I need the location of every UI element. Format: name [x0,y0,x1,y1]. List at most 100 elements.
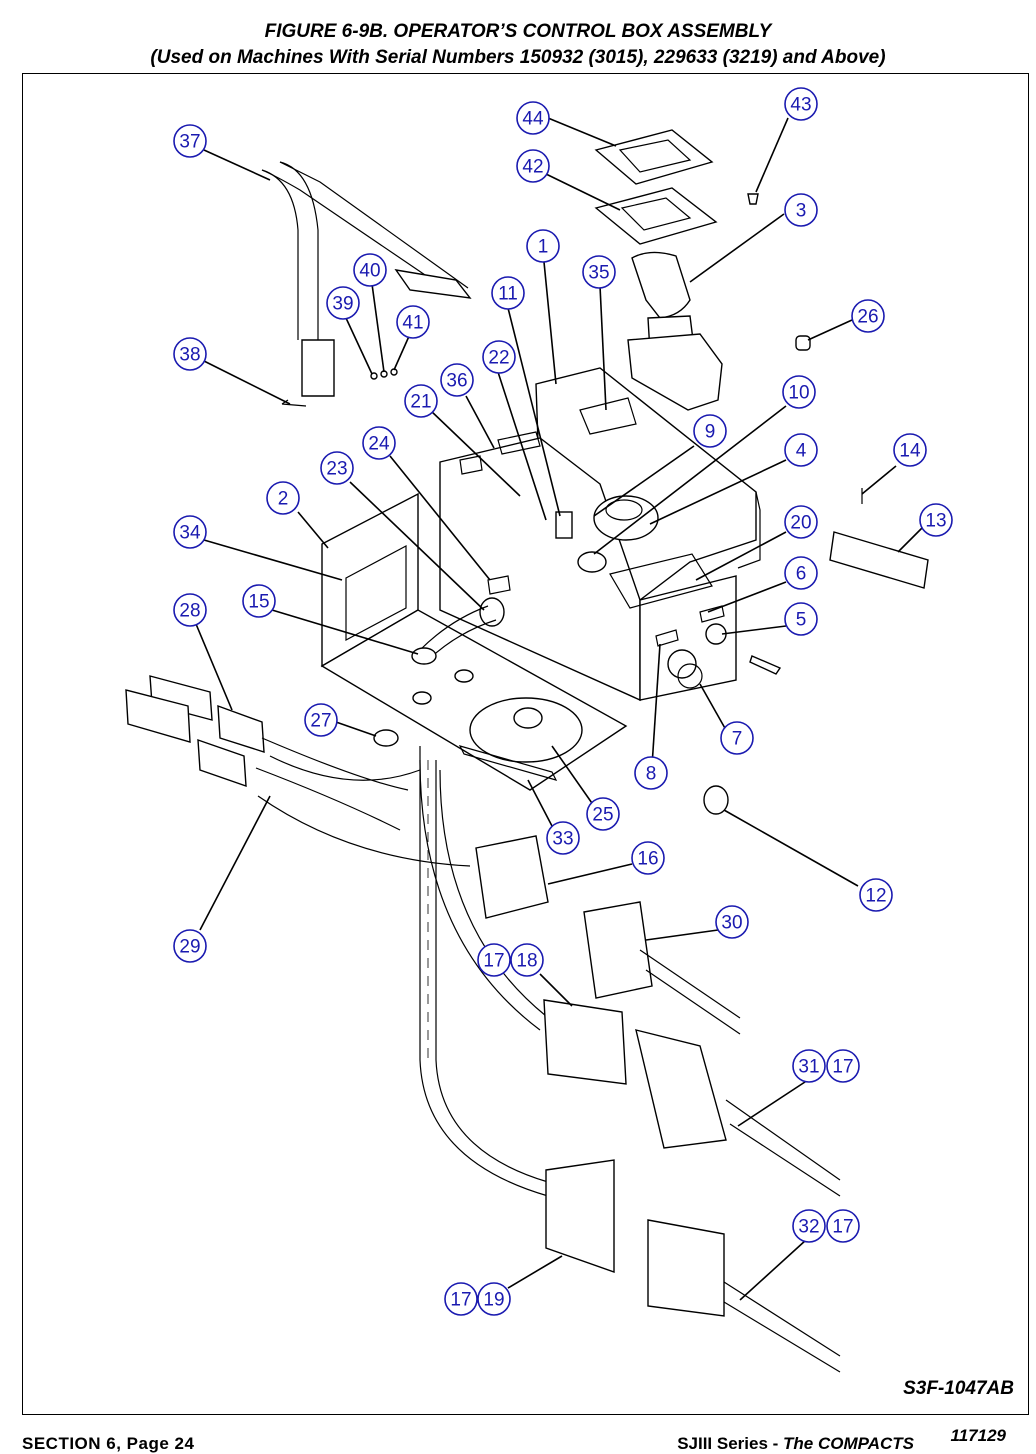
callout-label: 22 [488,348,509,369]
callout-4: 4 [784,433,818,467]
callout-32: 32 [792,1209,826,1243]
callout-13: 13 [919,503,953,537]
callout-circle [477,943,511,977]
callout-circle [784,602,818,636]
callout-28: 28 [173,593,207,627]
callout-circle [320,451,354,485]
callout-circle [826,1049,860,1083]
callout-37: 37 [173,124,207,158]
callout-35: 35 [582,255,616,289]
callout-42: 42 [516,149,550,183]
callout-circle [304,703,338,737]
callout-circle [784,433,818,467]
footer-series: SJIII Series - The COMPACTS [677,1434,914,1454]
callout-label: 9 [705,422,716,443]
callout-20: 20 [784,505,818,539]
callout-44: 44 [516,101,550,135]
callout-circle [826,1209,860,1243]
callout-27: 27 [304,703,338,737]
callout-6: 6 [784,556,818,590]
callout-label: 10 [788,383,809,404]
callout-14: 14 [893,433,927,467]
footer-section: SECTION 6, Page 24 [22,1434,195,1453]
callout-2: 2 [266,481,300,515]
callout-circle [582,255,616,289]
callout-10: 10 [782,375,816,409]
callout-label: 41 [402,313,423,334]
callout-label: 32 [798,1217,819,1238]
footer-series-prefix: SJIII Series - [677,1434,784,1453]
callout-11: 11 [491,276,525,310]
callout-label: 5 [796,610,807,631]
callout-1: 1 [526,229,560,263]
figure-title: FIGURE 6-9B. OPERATOR’S CONTROL BOX ASSE… [264,21,772,42]
callout-39: 39 [326,286,360,320]
callout-circle [586,797,620,831]
callout-15: 15 [242,584,276,618]
callout-circle [266,481,300,515]
callout-label: 42 [522,157,543,178]
callout-21: 21 [404,384,438,418]
callout-circle [851,299,885,333]
callout-circle [173,929,207,963]
callout-label: 20 [790,513,811,534]
callout-circle [326,286,360,320]
callout-circle [510,943,544,977]
callout-circle [362,426,396,460]
callout-circle [526,229,560,263]
callout-circle [720,721,754,755]
callout-label: 33 [552,829,573,850]
callout-3: 3 [784,193,818,227]
callout-18: 18 [510,943,544,977]
footer-doc-number: 117129 [950,1426,1006,1445]
callout-circle [546,821,580,855]
callout-label: 12 [865,886,886,907]
callout-label: 24 [368,434,390,455]
callout-30: 30 [715,905,749,939]
callout-17: 17 [444,1282,478,1316]
callout-circle [784,87,818,121]
callout-label: 25 [592,805,613,826]
callout-circle [353,253,387,287]
callout-41: 41 [396,305,430,339]
callout-label: 4 [796,441,807,462]
callout-19: 19 [477,1282,511,1316]
callout-33: 33 [546,821,580,855]
callout-label: 16 [637,849,658,870]
callout-circle [784,556,818,590]
callout-38: 38 [173,337,207,371]
callout-26: 26 [851,299,885,333]
callout-5: 5 [784,602,818,636]
callout-40: 40 [353,253,387,287]
figure-frame [22,73,1029,1415]
callout-23: 23 [320,451,354,485]
callout-circle [919,503,953,537]
callout-circle [173,337,207,371]
callout-label: 29 [179,937,200,958]
callout-25: 25 [586,797,620,831]
callout-label: 34 [179,523,201,544]
callout-label: 40 [359,261,380,282]
callout-circle [516,149,550,183]
callout-22: 22 [482,340,516,374]
callout-label: 15 [248,592,269,613]
callout-label: 3 [796,201,807,222]
callout-8: 8 [634,756,668,790]
callout-label: 2 [278,489,289,510]
callout-label: 1 [538,237,549,258]
callout-label: 17 [483,951,504,972]
callout-label: 26 [857,307,878,328]
callout-circle [631,841,665,875]
callout-label: 23 [326,459,347,480]
callout-label: 43 [790,95,811,116]
callout-label: 6 [796,564,807,585]
callout-label: 27 [310,711,331,732]
callout-9: 9 [693,414,727,448]
callout-label: 35 [588,263,609,284]
callout-label: 17 [832,1217,853,1238]
callout-29: 29 [173,929,207,963]
callout-circle [893,433,927,467]
callout-label: 21 [410,392,431,413]
callout-circle [242,584,276,618]
